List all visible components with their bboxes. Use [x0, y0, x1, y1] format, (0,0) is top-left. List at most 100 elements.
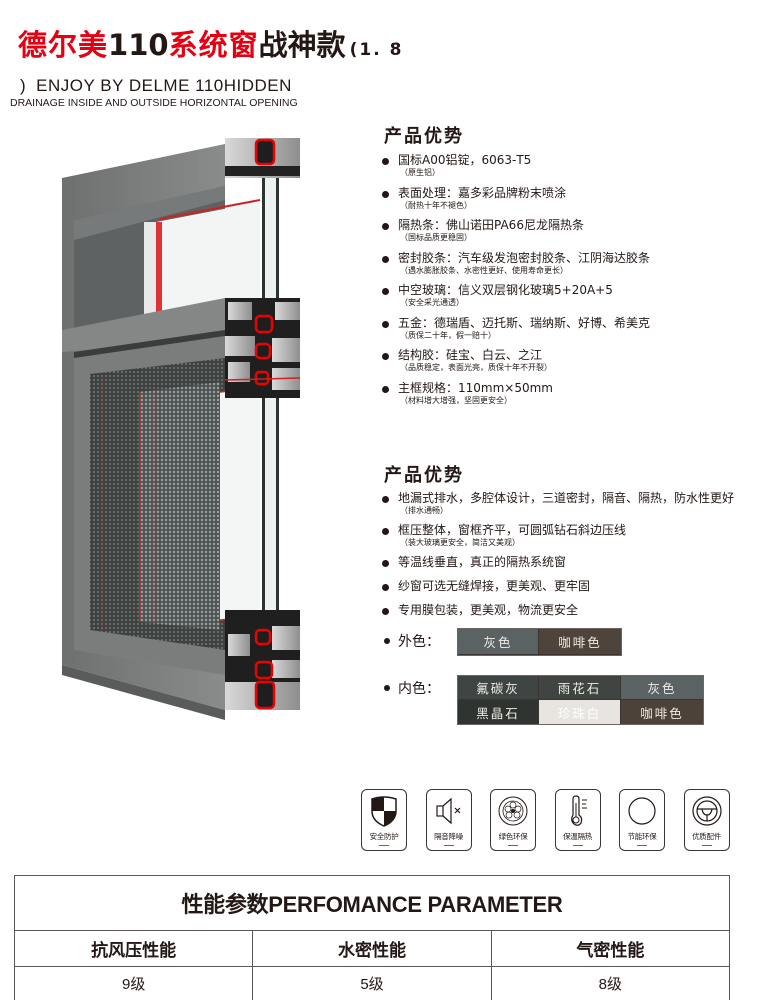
bullet-icon	[382, 560, 389, 567]
list-item: 隔热条：佛山诺田PA66尼龙隔热条（国标品质更稳固）	[372, 217, 650, 250]
divider	[701, 845, 712, 846]
value-water-tightness: 5级	[252, 966, 492, 1000]
feature-insulation: 保温隔热	[554, 789, 601, 851]
list-item: 专用膜包装，更美观，物流更安全	[372, 602, 734, 626]
subtitle-tagline: DRAINAGE INSIDE AND OUTSIDE HORIZONTAL O…	[10, 97, 298, 109]
feature-quality-parts: 优质配件	[683, 789, 730, 851]
bullet-icon	[382, 496, 389, 503]
profile-section-top	[225, 138, 300, 178]
bullet-icon	[382, 158, 389, 165]
advantage-note: （遇水膨胀胶条、水密性更好、使用寿命更长）	[400, 265, 568, 275]
interior-color-row: 内色： 氟碳灰 雨花石 灰色 黑晶石 珍珠白 咖啡色	[380, 675, 704, 725]
list-item: 框压整体，窗框齐平，可圆弧钻石斜边压线（装大玻璃更安全，简洁又美观）	[372, 522, 734, 554]
bullet-icon	[382, 353, 389, 360]
swatch-interior-fluorocarbon-grey[interactable]: 氟碳灰	[458, 676, 539, 700]
bullet-icon	[382, 223, 389, 230]
page-title: 德尔美110系统窗战神款(1. 8	[18, 22, 403, 64]
header-water-tightness: 水密性能	[252, 930, 492, 967]
list-item: 主框规格：110mm×50mm（材料增大增强，坚固更安全）	[372, 380, 650, 413]
performance-table: 性能参数PERFOMANCE PARAMETER 抗风压性能 水密性能 气密性能…	[13, 875, 731, 1000]
bullet-icon	[382, 288, 389, 295]
advantage-note: （耐热十年不褪色）	[400, 200, 472, 210]
divider	[572, 845, 583, 846]
bullet-icon	[382, 528, 389, 535]
swatch-interior-rain-flower-stone[interactable]: 雨花石	[539, 676, 621, 700]
performance-title: 性能参数PERFOMANCE PARAMETER	[14, 875, 730, 931]
advantage-text: 国标A00铝锭，6063-T5	[398, 153, 532, 167]
feature-soundproof: 隔音降噪	[425, 789, 472, 851]
list-item: 表面处理：嘉多彩品牌粉末喷涂（耐热十年不褪色）	[372, 185, 650, 218]
advantage-note: （材料增大增强，坚固更安全）	[400, 395, 512, 405]
bullet-icon	[382, 584, 389, 591]
bullet-icon	[382, 608, 389, 615]
list-item: 等温线垂直，真正的隔热系统窗	[372, 554, 734, 578]
title-edition: 战神款	[258, 28, 346, 62]
bullet-icon	[382, 255, 389, 263]
swatch-exterior-coffee[interactable]: 咖啡色	[539, 629, 621, 655]
list-item: 国标A00铝锭，6063-T5（原生铝）	[372, 152, 650, 185]
header-wind-pressure: 抗风压性能	[13, 930, 254, 967]
advantage-text: 五金：德瑞盾、迈托斯、瑞纳斯、好博、希美克	[398, 315, 651, 330]
value-wind-pressure: 9级	[13, 966, 254, 1000]
list-item: 密封胶条：汽车级发泡密封胶条、江阴海达胶条（遇水膨胀胶条、水密性更好、使用寿命更…	[372, 250, 650, 283]
feature-icons-row: 安全防护 隔音降噪 绿色环保	[361, 789, 730, 851]
bullet-icon	[382, 385, 389, 393]
list-item: 纱窗可选无缝焊接，更美观、更牢固	[372, 578, 734, 602]
circle-icon	[628, 797, 656, 825]
advantage-text: 结构胶：硅宝、白云、之江	[398, 348, 543, 362]
swatch-exterior-grey[interactable]: 灰色	[458, 629, 539, 655]
value-air-tightness: 8级	[490, 966, 731, 1000]
advantage-note: （品质稳定，表面光亮，质保十年不开裂）	[400, 363, 552, 372]
advantage-text: 隔热条：佛山诺田PA66尼龙隔热条	[398, 218, 584, 232]
divider	[443, 845, 454, 846]
eco-seal-icon	[498, 796, 528, 826]
thermometer-icon	[570, 795, 587, 826]
title-series: 系统窗	[168, 28, 259, 62]
speaker-mute-icon	[435, 797, 460, 825]
swatch-interior-grey[interactable]: 灰色	[621, 676, 703, 700]
subtitle-paren: )	[20, 76, 27, 95]
bullet-icon	[384, 685, 390, 691]
interior-color-label: 内色：	[380, 675, 457, 701]
list-item: 五金：德瑞盾、迈托斯、瑞纳斯、好博、希美克（质保二十年，假一赔十）	[372, 315, 650, 348]
exterior-color-label: 外色：	[380, 628, 457, 654]
bullet-icon	[384, 638, 390, 644]
table-header-row: 抗风压性能 水密性能 气密性能	[13, 930, 731, 967]
swatch-interior-pearl-white[interactable]: 珍珠白	[539, 700, 621, 724]
section-title-advantages-2: 产品优势	[384, 465, 464, 486]
advantages-list-1: 国标A00铝锭，6063-T5（原生铝） 表面处理：嘉多彩品牌粉末喷涂（耐热十年…	[372, 152, 650, 412]
divider	[508, 845, 518, 846]
advantage-text: 框压整体，窗框齐平，可圆弧钻石斜边压线	[398, 523, 627, 537]
advantage-note: （装大玻璃更安全，简洁又美观）	[400, 538, 520, 547]
exterior-swatches: 灰色 咖啡色	[457, 628, 622, 656]
advantage-note: （安全采光通透）	[400, 298, 464, 307]
window-cross-section-image	[60, 130, 301, 720]
list-item: 地漏式排水，多腔体设计，三道密封，隔音、隔热，防水性更好（排水通畅）	[372, 490, 734, 522]
divider	[637, 845, 647, 846]
divider	[379, 845, 389, 846]
title-spec: (1. 8	[349, 40, 404, 60]
advantage-note: （国标品质更稳固）	[400, 233, 472, 242]
shield-icon	[371, 796, 397, 827]
swatch-interior-coffee[interactable]: 咖啡色	[621, 700, 703, 724]
advantage-text: 密封胶条：汽车级发泡密封胶条、江阴海达胶条	[398, 250, 651, 265]
feature-safety: 安全防护	[361, 789, 407, 851]
steering-wheel-icon	[691, 796, 722, 826]
profile-section-middle	[224, 298, 301, 398]
advantage-text: 等温线垂直，真正的隔热系统窗	[398, 555, 567, 569]
title-brand: 德尔美	[18, 28, 109, 62]
advantage-text: 纱窗可选无缝焊接，更美观、更牢固	[398, 579, 591, 593]
title-model: 110	[108, 28, 169, 62]
advantage-note: （排水通畅）	[400, 506, 448, 515]
table-title-row: 性能参数PERFOMANCE PARAMETER	[14, 875, 730, 931]
advantage-text: 中空玻璃：信义双层钢化玻璃5+20A+5	[398, 283, 613, 297]
list-item: 中空玻璃：信义双层钢化玻璃5+20A+5（安全采光通透）	[372, 282, 650, 315]
advantage-text: 表面处理：嘉多彩品牌粉末喷涂	[398, 185, 567, 200]
swatch-interior-black-crystal[interactable]: 黑晶石	[458, 700, 539, 724]
advantage-text: 地漏式排水，多腔体设计，三道密封，隔音、隔热，防水性更好	[398, 491, 735, 505]
list-item: 结构胶：硅宝、白云、之江（品质稳定，表面光亮，质保十年不开裂）	[372, 347, 650, 380]
subtitle-text: ENJOY BY DELME 110HIDDEN	[36, 76, 292, 95]
header-air-tightness: 气密性能	[490, 930, 731, 967]
section-title-advantages-1: 产品优势	[384, 126, 464, 147]
advantages-list-2: 地漏式排水，多腔体设计，三道密封，隔音、隔热，防水性更好（排水通畅） 框压整体，…	[372, 490, 734, 626]
